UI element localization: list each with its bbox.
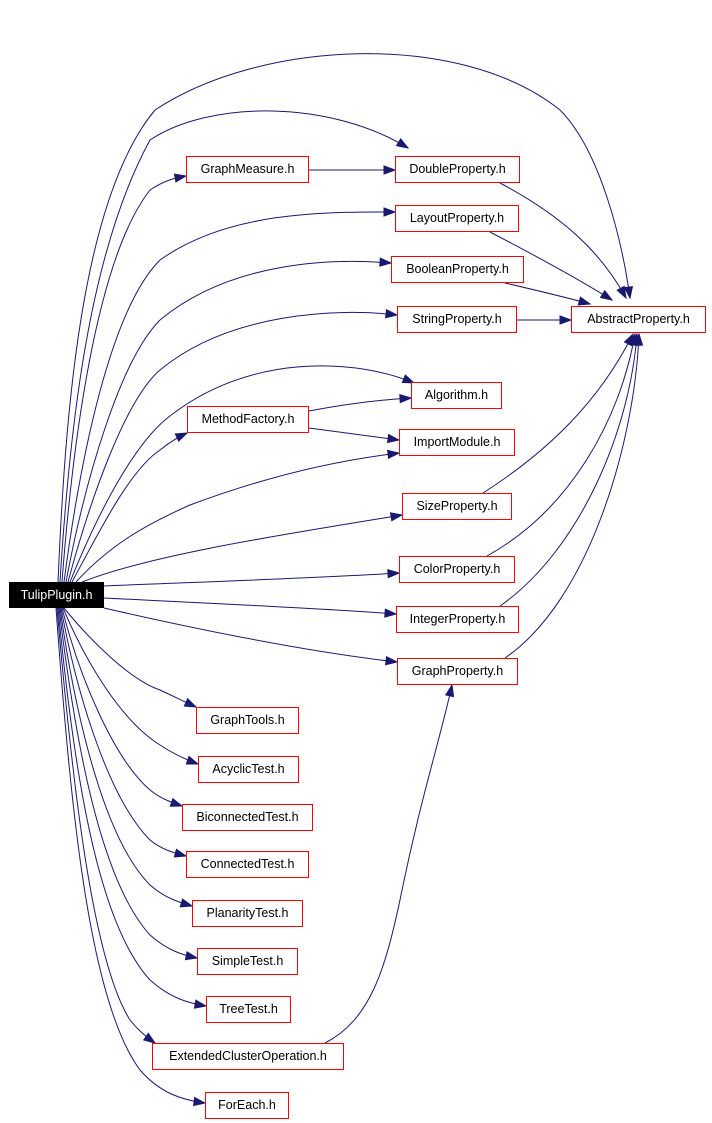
edge-tulipplugin-to-graphmeasure <box>61 175 187 583</box>
node-abstractproperty[interactable]: AbstractProperty.h <box>571 306 706 333</box>
edge-tulipplugin-to-graphtools <box>63 607 197 708</box>
node-planaritytest[interactable]: PlanarityTest.h <box>192 900 303 927</box>
node-methodfactory[interactable]: MethodFactory.h <box>187 406 309 433</box>
edge-tulipplugin-to-graphproperty <box>103 607 398 663</box>
edge-tulipplugin-to-layoutproperty <box>63 211 396 583</box>
arrowhead-tulipplugin-to-planaritytest <box>179 898 194 908</box>
edge-tulipplugin-to-planaritytest <box>59 607 193 907</box>
edge-tulipplugin-to-colorproperty <box>103 572 400 587</box>
arrowhead-methodfactory-to-algorithm <box>399 393 413 404</box>
edge-tulipplugin-to-doubleproperty <box>59 110 409 583</box>
edge-tulipplugin-to-integerproperty <box>103 597 397 615</box>
node-importmodule[interactable]: ImportModule.h <box>399 429 515 456</box>
edge-tulipplugin-to-booleanproperty <box>65 260 392 583</box>
arrowhead-layoutproperty-to-abstractproperty <box>599 289 614 301</box>
arrowhead-graphproperty-to-abstractproperty <box>633 332 644 346</box>
node-connectedtest[interactable]: ConnectedTest.h <box>186 851 309 878</box>
edge-methodfactory-to-importmodule <box>308 427 400 441</box>
node-extendedclusteroperation[interactable]: ExtendedClusterOperation.h <box>152 1043 344 1070</box>
edge-tulipplugin-to-stringproperty <box>67 311 398 583</box>
node-algorithm[interactable]: Algorithm.h <box>411 382 502 409</box>
arrowhead-tulipplugin-to-layoutproperty <box>383 207 397 217</box>
edge-doubleproperty-to-abstractproperty <box>499 182 627 299</box>
node-tulipplugin[interactable]: TulipPlugin.h <box>9 582 104 608</box>
arrowhead-tulipplugin-to-graphtools <box>183 697 198 708</box>
arrowhead-tulipplugin-to-treetest <box>193 999 208 1009</box>
edge-tulipplugin-to-foreach <box>55 607 206 1104</box>
node-simpletest[interactable]: SimpleTest.h <box>197 948 298 975</box>
edge-tulipplugin-to-connectedtest <box>60 607 187 857</box>
arrowhead-tulipplugin-to-acyclictest <box>185 755 200 765</box>
edge-tulipplugin-to-methodfactory <box>71 432 188 583</box>
arrowhead-tulipplugin-to-booleanproperty <box>379 257 393 267</box>
arrowhead-tulipplugin-to-biconnectedtest <box>169 797 184 807</box>
edge-tulipplugin-to-importmodule <box>75 452 400 583</box>
node-graphproperty[interactable]: GraphProperty.h <box>397 658 518 685</box>
arrowhead-tulipplugin-to-simpletest <box>184 951 199 961</box>
arrowhead-tulipplugin-to-doubleproperty <box>395 137 410 149</box>
edge-tulipplugin-to-acyclictest <box>62 607 199 765</box>
node-doubleproperty[interactable]: DoubleProperty.h <box>395 156 520 183</box>
edge-tulipplugin-to-abstractproperty <box>57 53 631 583</box>
edge-tulipplugin-to-sizeproperty <box>81 514 403 583</box>
edge-extendedclusteroperation-to-graphproperty <box>324 684 453 1044</box>
node-layoutproperty[interactable]: LayoutProperty.h <box>395 205 519 232</box>
arrowhead-stringproperty-to-abstractproperty <box>559 315 573 325</box>
edge-methodfactory-to-algorithm <box>308 397 412 412</box>
edge-graphproperty-to-abstractproperty <box>504 333 640 659</box>
arrowhead-tulipplugin-to-integerproperty <box>384 608 398 618</box>
arrowhead-booleanproperty-to-abstractproperty <box>577 296 592 306</box>
arrowhead-tulipplugin-to-foreach <box>192 1096 207 1107</box>
edge-tulipplugin-to-biconnectedtest <box>61 607 183 807</box>
node-foreach[interactable]: ForEach.h <box>205 1092 289 1119</box>
edge-colorproperty-to-abstractproperty <box>486 333 636 557</box>
arrowhead-tulipplugin-to-graphmeasure <box>173 173 188 183</box>
node-graphtools[interactable]: GraphTools.h <box>196 707 299 734</box>
arrowhead-tulipplugin-to-importmodule <box>387 449 401 460</box>
edge-booleanproperty-to-abstractproperty <box>504 282 591 305</box>
node-treetest[interactable]: TreeTest.h <box>206 996 291 1023</box>
arrowhead-extendedclusteroperation-to-graphproperty <box>444 683 455 698</box>
edge-tulipplugin-to-algorithm <box>69 365 415 583</box>
node-colorproperty[interactable]: ColorProperty.h <box>399 556 515 583</box>
node-graphmeasure[interactable]: GraphMeasure.h <box>186 156 309 183</box>
node-acyclictest[interactable]: AcyclicTest.h <box>198 756 299 783</box>
node-booleanproperty[interactable]: BooleanProperty.h <box>391 256 524 283</box>
arrowhead-tulipplugin-to-abstractproperty <box>623 285 634 300</box>
arrowhead-tulipplugin-to-stringproperty <box>385 308 399 319</box>
arrowhead-methodfactory-to-importmodule <box>386 433 401 444</box>
arrowhead-tulipplugin-to-graphproperty <box>385 655 399 666</box>
arrowhead-tulipplugin-to-sizeproperty <box>389 512 404 522</box>
node-stringproperty[interactable]: StringProperty.h <box>397 306 517 333</box>
node-sizeproperty[interactable]: SizeProperty.h <box>402 493 512 520</box>
edge-tulipplugin-to-simpletest <box>58 607 198 959</box>
edge-sizeproperty-to-abstractproperty <box>482 333 634 494</box>
arrowhead-doubleproperty-to-abstractproperty <box>616 285 627 300</box>
edge-integerproperty-to-abstractproperty <box>499 333 638 607</box>
arrowhead-tulipplugin-to-methodfactory <box>174 432 189 443</box>
edge-tulipplugin-to-treetest <box>57 607 207 1007</box>
arrowhead-tulipplugin-to-algorithm <box>401 374 416 384</box>
arrowhead-tulipplugin-to-extendedclusteroperation <box>142 1032 157 1044</box>
arrowhead-tulipplugin-to-connectedtest <box>173 848 188 858</box>
arrowhead-tulipplugin-to-colorproperty <box>387 569 401 579</box>
edge-layoutproperty-to-abstractproperty <box>489 231 613 301</box>
edge-tulipplugin-to-extendedclusteroperation <box>56 607 156 1044</box>
arrowhead-graphmeasure-to-doubleproperty <box>383 165 397 175</box>
edge-layer <box>55 53 644 1107</box>
node-biconnectedtest[interactable]: BiconnectedTest.h <box>182 804 313 831</box>
node-integerproperty[interactable]: IntegerProperty.h <box>396 606 519 633</box>
